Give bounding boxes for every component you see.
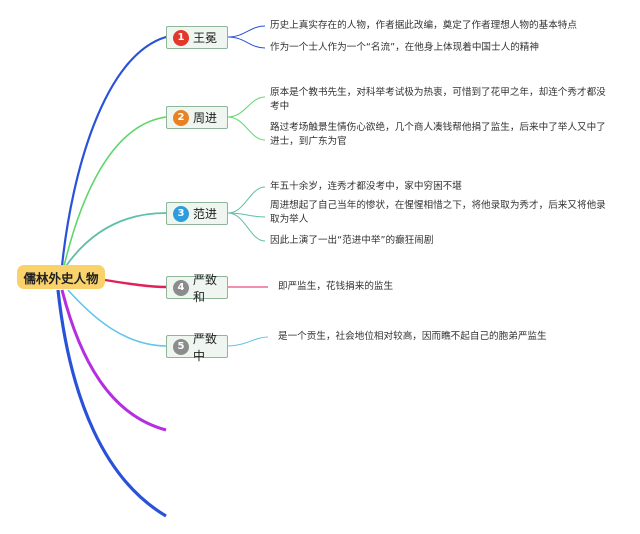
branch-line-yanzhizhong [67,289,228,347]
note-text: 因此上演了一出“范进中举”的癫狂闹剧 [270,235,434,246]
branch-line-yanzhihe [104,278,228,289]
number-badge-5: 5 [173,338,189,355]
note-text: 周进想起了自己当年的惨状，在惺惺相惜之下，将他录取为秀才，后来又将他录取为举人 [270,200,606,225]
note-text: 作为一个士人作为一个“名流”，在他身上体现着中国士人的精神 [270,42,539,53]
branch-line-wangmian [60,35,228,267]
sub-line [227,96,266,118]
topic-node-yanzhizhong[interactable]: 5 严致中 [166,332,228,363]
number-badge-2: 2 [173,109,189,126]
topic-label: 严致和 [193,272,218,304]
note-text: 是一个贡生，社会地位相对较高，因而瞧不起自己的胞弟严监生 [278,331,547,342]
number-badge-1: 1 [173,29,189,46]
sub-line [227,186,266,214]
number-badge-4: 4 [173,279,189,296]
branch-line-extra-blue [56,289,167,518]
topic-label: 王冕 [193,31,218,45]
note-text: 即严监生，花钱捐来的监生 [278,281,394,292]
branch-line-extra-purple [60,289,167,432]
topic-node-zhoujin[interactable]: 2 周进 [166,106,228,129]
root-topic[interactable]: 儒林外史人物 [17,265,105,289]
note-text: 年五十余岁，连秀才都没考中，家中穷困不堪 [270,181,462,192]
number-badge-3: 3 [173,205,189,222]
topic-node-yanzhihe[interactable]: 4 严致和 [166,273,228,304]
topic-label: 范进 [193,207,218,221]
branch-line-fanjin [65,212,228,267]
topic-label: 周进 [193,111,218,125]
note-text: 原本是个教书先生，对科举考试极为热衷，可惜到了花甲之年，却连个秀才都没考中 [270,87,606,112]
sub-line [227,25,266,38]
sub-line [227,36,266,49]
topic-node-wangmian[interactable]: 1 王冕 [166,26,228,49]
topic-label: 严致中 [193,331,218,363]
note-text: 路过考场触景生情伤心欲绝，几个商人凑钱帮他捐了监生，后来中了举人又中了进士，到广… [270,122,606,147]
sub-line [227,116,266,141]
topic-node-fanjin[interactable]: 3 范进 [166,202,228,225]
branch-line-zhoujin [63,116,228,267]
note-text: 历史上真实存在的人物，作者据此改编，奠定了作者理想人物的基本特点 [270,20,577,31]
sub-line [227,336,269,347]
sub-line [227,212,266,242]
